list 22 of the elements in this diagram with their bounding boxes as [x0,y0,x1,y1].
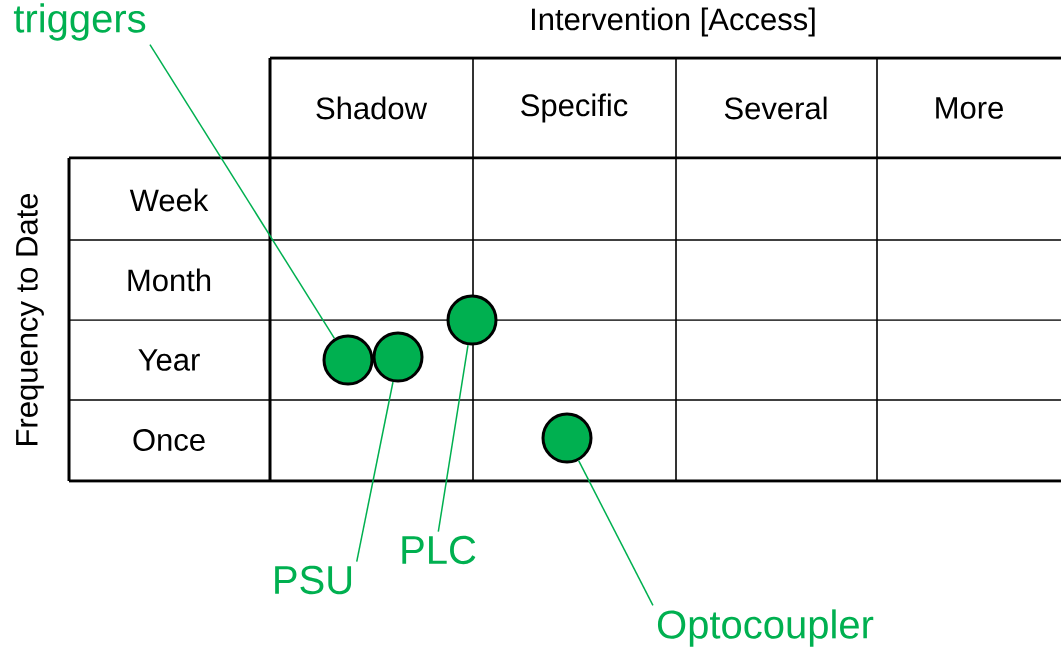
column-header: Shadow [316,96,428,120]
callout-label: triggers [13,3,146,41]
callout-label: PSU [275,565,352,595]
column-header: Specific [521,93,628,123]
leader-line [437,344,469,533]
axis-title: Intervention [Access] [532,7,815,37]
leader-line [577,459,654,607]
marker-circle [446,294,498,346]
row-header: Once [133,429,205,451]
marker-circle [372,331,424,383]
marker-circle [541,412,593,464]
row-header: Week [129,188,209,212]
column-header: Several [724,96,827,120]
column-header: More [936,97,1003,119]
axis-title: Frequency to Date [16,193,44,445]
leader-line [356,381,394,563]
leader-line [149,43,336,340]
callout-label: PLC [402,535,476,565]
callout-label: Optocoupler [657,609,874,647]
row-header: Month [128,268,211,292]
row-header: Year [138,349,200,371]
marker-circle [322,334,374,386]
